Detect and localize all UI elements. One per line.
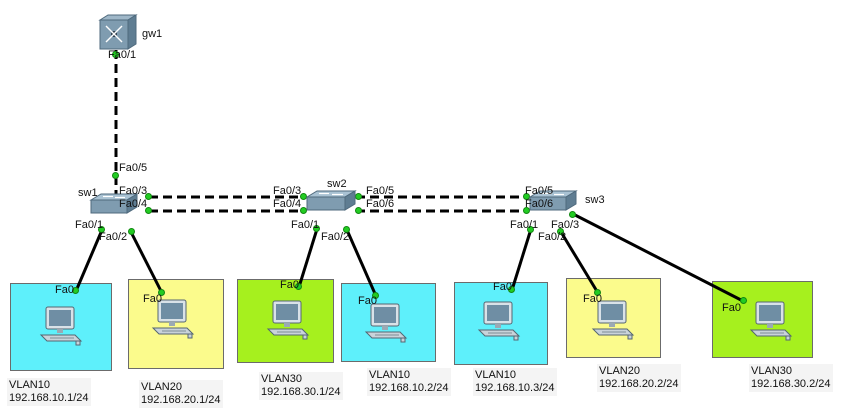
host-port-label: Fa0 bbox=[143, 293, 162, 305]
port-dot bbox=[128, 228, 135, 235]
port-dot bbox=[569, 211, 576, 218]
port-dot bbox=[112, 51, 119, 58]
host-caption: VLAN20 192.168.20.1/24 bbox=[139, 380, 223, 408]
pc-icon[interactable] bbox=[265, 299, 311, 343]
ip-address: 192.168.30.1/24 bbox=[261, 386, 341, 398]
link-sw3-h7 bbox=[574, 213, 744, 303]
port-dot bbox=[355, 207, 362, 214]
port-label: Fa0/3 bbox=[551, 219, 580, 231]
pc-icon[interactable] bbox=[150, 298, 196, 342]
port-dot bbox=[343, 226, 350, 233]
port-dot bbox=[372, 292, 379, 299]
port-label: Fa0/6 bbox=[366, 198, 395, 210]
ip-address: 192.168.30.2/24 bbox=[751, 378, 831, 390]
port-dot bbox=[295, 283, 302, 290]
vlan-label: VLAN10 bbox=[475, 369, 516, 381]
host-port-label: Fa0 bbox=[55, 284, 74, 296]
vlan-label: VLAN20 bbox=[141, 381, 182, 393]
port-dot bbox=[508, 286, 515, 293]
host-port-label: Fa0 bbox=[493, 281, 512, 293]
port-label: Fa0/3 bbox=[119, 185, 148, 197]
port-dot bbox=[145, 193, 152, 200]
pc-icon[interactable] bbox=[38, 305, 84, 349]
host-caption: VLAN30 192.168.30.2/24 bbox=[749, 364, 833, 392]
host-port-label: Fa0 bbox=[722, 302, 741, 314]
ip-address: 192.168.10.2/24 bbox=[369, 382, 449, 394]
multilayer-switch-icon[interactable] bbox=[98, 14, 138, 50]
port-dot bbox=[594, 289, 601, 296]
link-sw1-h2 bbox=[129, 231, 164, 294]
switch-icon[interactable] bbox=[528, 190, 578, 216]
vlan-label: VLAN30 bbox=[751, 365, 792, 377]
port-label: Fa0/1 bbox=[291, 219, 320, 231]
port-label: Fa0/1 bbox=[108, 49, 137, 61]
device-label-sw2: sw2 bbox=[327, 178, 347, 190]
ip-address: 192.168.20.1/24 bbox=[141, 394, 221, 406]
pc-icon[interactable] bbox=[476, 300, 522, 344]
switch-icon[interactable] bbox=[89, 193, 139, 219]
host-caption: VLAN30 192.168.30.1/24 bbox=[259, 372, 343, 400]
pc-icon[interactable] bbox=[748, 300, 794, 344]
switch-icon[interactable] bbox=[305, 190, 357, 216]
link-sw3-h5 bbox=[510, 228, 533, 291]
port-dot bbox=[557, 228, 564, 235]
port-label: Fa0/3 bbox=[273, 185, 302, 197]
pc-icon[interactable] bbox=[363, 302, 409, 346]
host-port-label: Fa0 bbox=[358, 295, 377, 307]
port-dot bbox=[98, 226, 105, 233]
host-port-label: Fa0 bbox=[583, 293, 602, 305]
port-label: Fa0/4 bbox=[119, 198, 148, 210]
device-label-gw1: gw1 bbox=[142, 28, 163, 40]
host-caption: VLAN10 192.168.10.2/24 bbox=[367, 368, 451, 396]
host-caption: VLAN10 192.168.10.1/24 bbox=[7, 378, 91, 406]
port-dot bbox=[145, 207, 152, 214]
pc-icon[interactable] bbox=[590, 299, 636, 343]
link-sw3-h6 bbox=[559, 231, 600, 294]
vlan-label: VLAN20 bbox=[599, 365, 640, 377]
port-dot bbox=[740, 297, 747, 304]
device-label-sw3: sw3 bbox=[585, 194, 605, 206]
port-label: Fa0/4 bbox=[273, 198, 302, 210]
port-dot bbox=[527, 226, 534, 233]
vlan20-zone-h2 bbox=[128, 279, 224, 369]
port-dot bbox=[72, 287, 79, 294]
port-label: Fa0/6 bbox=[525, 198, 554, 210]
host-caption: VLAN10 192.168.10.3/24 bbox=[473, 368, 557, 396]
port-label: Fa0/5 bbox=[525, 185, 554, 197]
link-sw2-h4 bbox=[345, 229, 378, 297]
link-sw2-h3 bbox=[297, 228, 319, 288]
host-port-label: Fa0 bbox=[280, 279, 299, 291]
port-label: Fa0/1 bbox=[510, 219, 539, 231]
port-label: Fa0/2 bbox=[538, 231, 567, 243]
port-dot bbox=[313, 225, 320, 232]
port-label: Fa0/5 bbox=[119, 162, 148, 174]
vlan-label: VLAN30 bbox=[261, 373, 302, 385]
ip-address: 192.168.20.2/24 bbox=[599, 378, 679, 390]
port-dot bbox=[158, 289, 165, 296]
host-caption: VLAN20 192.168.20.2/24 bbox=[597, 364, 681, 392]
port-dot bbox=[112, 172, 119, 179]
device-label-sw1: sw1 bbox=[78, 187, 98, 199]
port-label: Fa0/2 bbox=[321, 231, 350, 243]
link-sw1-h1 bbox=[74, 229, 104, 292]
port-label: Fa0/2 bbox=[99, 231, 128, 243]
vlan-label: VLAN10 bbox=[9, 379, 50, 391]
ip-address: 192.168.10.1/24 bbox=[9, 392, 89, 404]
ip-address: 192.168.10.3/24 bbox=[475, 382, 555, 394]
port-label: Fa0/5 bbox=[366, 185, 395, 197]
port-label: Fa0/1 bbox=[75, 219, 104, 231]
vlan-label: VLAN10 bbox=[369, 369, 410, 381]
